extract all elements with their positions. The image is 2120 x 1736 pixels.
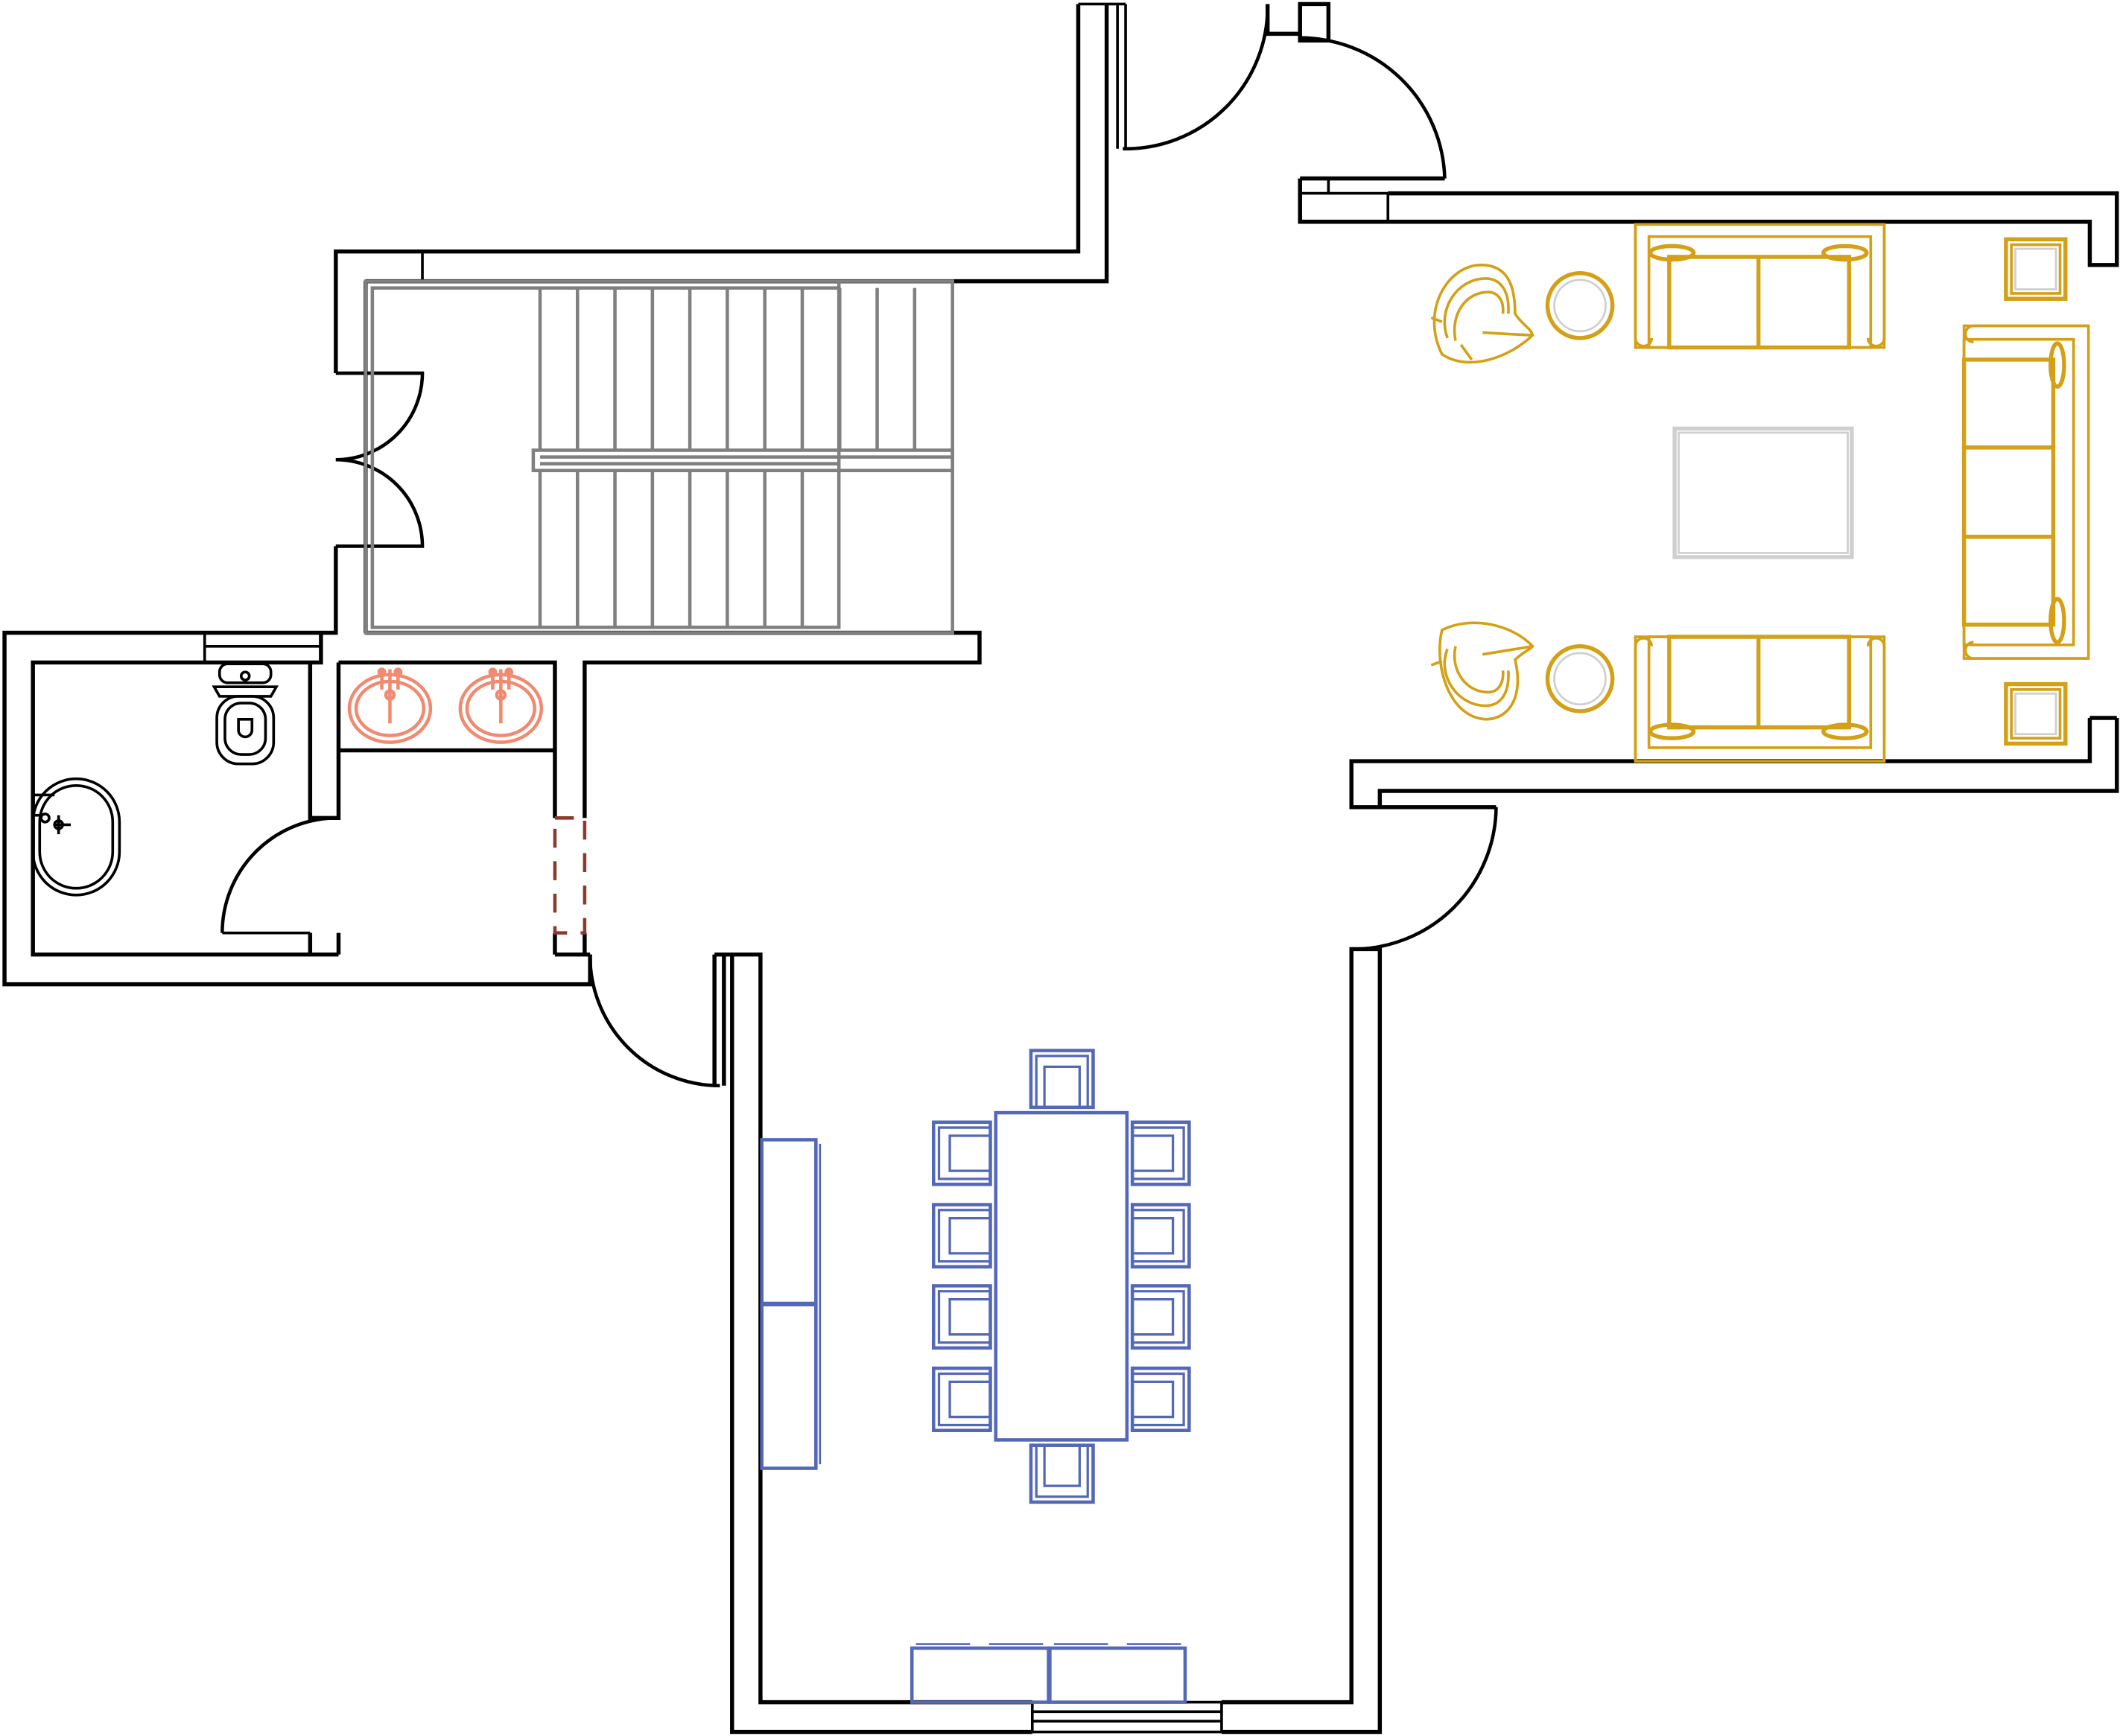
dining-chair	[931, 1203, 992, 1269]
dining-room	[760, 1049, 1191, 1704]
dining-chair	[931, 1366, 992, 1432]
rug	[1672, 426, 1854, 559]
dining-chairs	[931, 1049, 1191, 1504]
armchair-bottom	[1430, 621, 1535, 721]
door-stair-lower	[335, 457, 425, 548]
dining-chair	[1130, 1203, 1191, 1269]
living-room	[1430, 223, 2090, 763]
dining-chair	[1029, 1049, 1095, 1110]
dining-chair	[931, 1284, 992, 1350]
sofa-right	[1961, 324, 2090, 660]
door-bathroom	[220, 816, 339, 933]
stair-treads-lower	[538, 470, 804, 628]
stairs	[364, 279, 954, 635]
dining-chair	[1130, 1366, 1191, 1432]
stair-landing-rail	[531, 448, 954, 473]
dining-chair	[1130, 1284, 1191, 1350]
sink-icon	[347, 667, 433, 744]
side-table-top	[1545, 270, 1615, 340]
end-table-top	[2004, 237, 2068, 301]
dining-chair	[1130, 1120, 1191, 1186]
stair-treads-upper	[538, 287, 917, 451]
door-corridor-top-right	[1300, 36, 1447, 179]
end-table-bottom	[2004, 681, 2068, 746]
door-dining	[588, 954, 720, 1088]
toilet-icon	[212, 662, 279, 766]
dining-table	[994, 1110, 1129, 1442]
sideboard	[760, 1138, 822, 1470]
opening-vanity	[553, 816, 587, 935]
door-corridor-top-left	[1123, 4, 1269, 150]
bathroom	[31, 662, 544, 897]
armchair-top	[1430, 264, 1535, 364]
bathtub-icon	[31, 777, 121, 897]
sink-icon	[458, 667, 544, 744]
dining-chair	[1029, 1443, 1095, 1504]
wall-corridor-inner	[365, 4, 1109, 284]
side-table-bottom	[1545, 644, 1615, 713]
sofa-top	[1634, 223, 1886, 350]
console-bottom	[910, 1643, 1187, 1704]
dining-chair	[931, 1120, 992, 1186]
door-stair-upper	[335, 371, 425, 462]
wall-corridor-west	[334, 4, 1081, 374]
doors	[220, 4, 1498, 1088]
sofa-bottom	[1634, 635, 1886, 763]
door-living	[1353, 807, 1498, 951]
